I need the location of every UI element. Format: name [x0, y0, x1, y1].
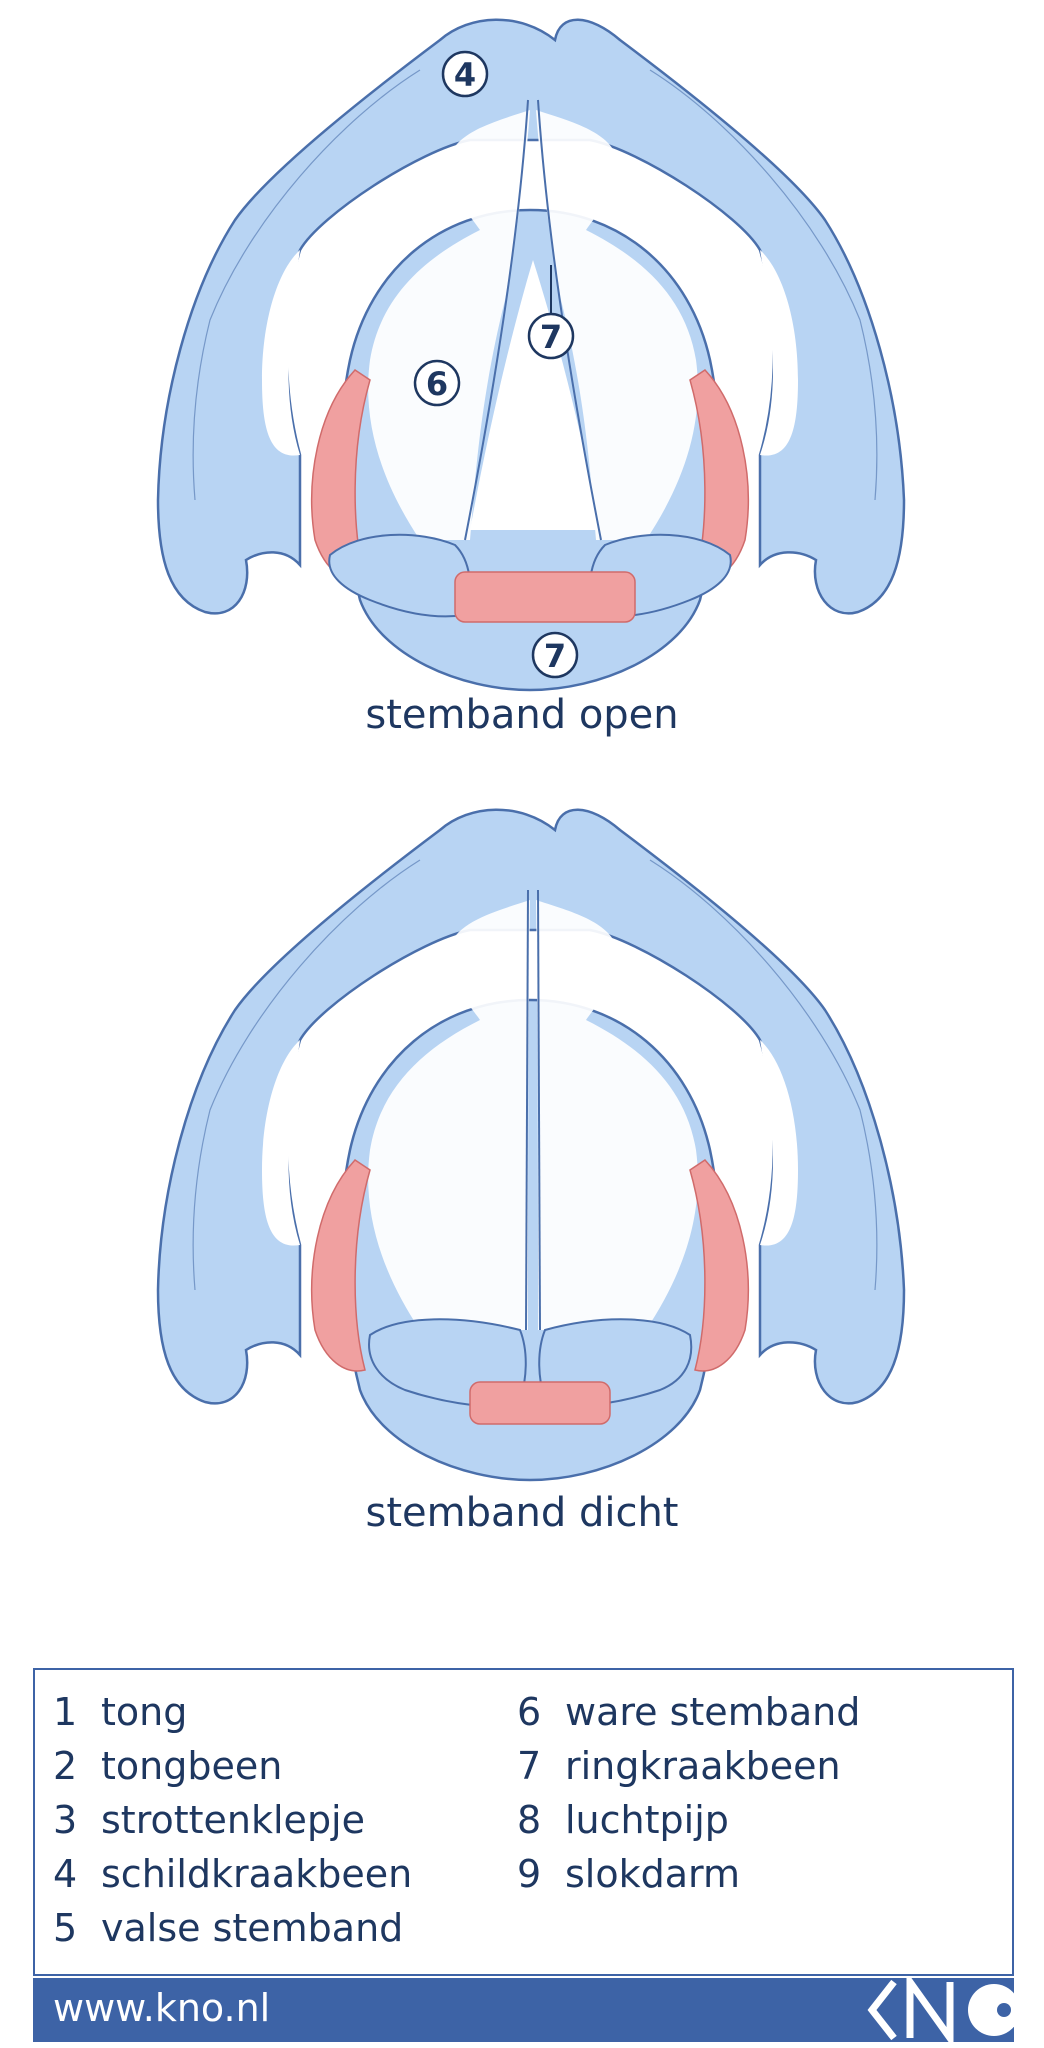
thyroid-gap-left	[262, 1040, 300, 1246]
muscle-right	[689, 1159, 750, 1372]
kno-logo-icon	[867, 1978, 1014, 2042]
interarytenoid-muscle	[454, 571, 636, 623]
thyroid-contour-left	[192, 69, 421, 501]
marker-7-upper: 7	[527, 312, 575, 360]
marker-7-lower: 7	[531, 631, 579, 679]
svg-text:7: 7	[544, 637, 566, 675]
caption-open: stemband open	[365, 692, 679, 738]
fibrous-tissue-right	[536, 900, 698, 1330]
marker-6: 6	[413, 359, 461, 407]
thyroid-gap-right	[760, 1040, 798, 1246]
fibrous-tissue-left	[368, 900, 530, 1330]
thyroid-contour-right	[649, 69, 878, 501]
arytenoid-left	[328, 533, 472, 618]
svg-text:6: 6	[426, 365, 448, 403]
thyroid-contour-right	[649, 859, 878, 1291]
true-vocal-fold-right	[537, 889, 541, 1331]
svg-text:7: 7	[540, 318, 562, 356]
larynx-closed-diagram	[156, 808, 906, 1482]
marker-4: 4	[441, 50, 489, 98]
footer-url-link[interactable]: www.kno.nl	[53, 1986, 271, 2030]
thyroid-gap-right	[760, 250, 798, 456]
thyroid-contour-left	[192, 859, 421, 1291]
glottis-opening	[470, 260, 600, 530]
muscle-left	[310, 1159, 371, 1372]
interarytenoid-muscle	[469, 1381, 611, 1425]
fibrous-tissue-right	[536, 110, 698, 540]
larynx-open-diagram: 4 6 7 7	[156, 18, 906, 692]
fibrous-tissue-left	[368, 110, 530, 540]
caption-closed: stemband dicht	[365, 1490, 679, 1536]
svg-text:4: 4	[454, 56, 476, 94]
footer-bar: www.kno.nl	[33, 1978, 1014, 2042]
true-vocal-fold-left	[525, 889, 529, 1331]
true-vocal-fold-left	[464, 99, 529, 541]
true-vocal-fold-right	[537, 99, 602, 541]
thyroid-gap-left	[262, 250, 300, 456]
